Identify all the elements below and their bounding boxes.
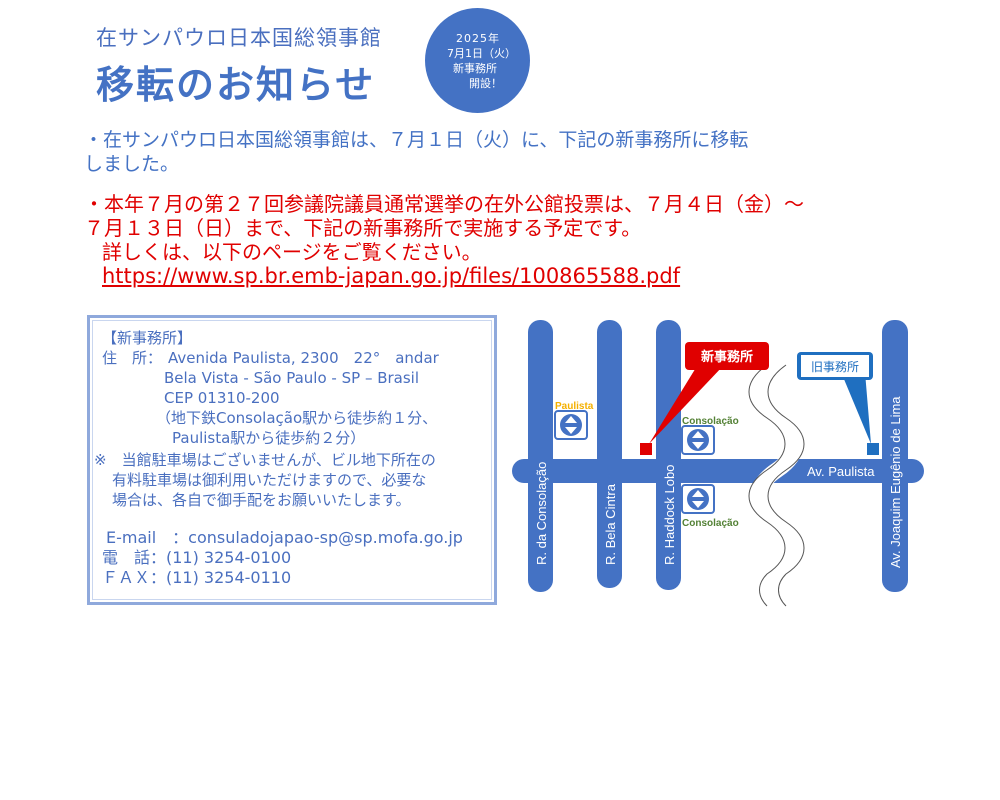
access-line2: Paulista駅から徒歩約２分） — [172, 429, 366, 447]
badge-office: 新事務所 — [453, 62, 497, 75]
new-office-marker — [640, 443, 652, 455]
map-break-line-left — [748, 364, 786, 607]
street-label-haddock-lobo: R. Haddock Lobo — [662, 465, 677, 565]
info-heading: 【新事務所】 — [102, 329, 193, 347]
address-label: 住 所： — [102, 349, 163, 367]
old-office-label-bg — [801, 355, 869, 377]
election-info-link[interactable]: https://www.sp.br.emb-japan.go.jp/files/… — [102, 264, 681, 288]
relocation-notice: ・在サンパウロ日本国総領事館は、７月１日（火）に、下記の新事務所に移転 しました… — [84, 128, 874, 176]
address-line2: Bela Vista - São Paulo - SP – Brasil — [164, 369, 420, 387]
address-line3: CEP 01310-200 — [164, 389, 280, 407]
new-office-callout-pointer — [649, 366, 723, 444]
new-office-label: 新事務所 — [701, 349, 753, 365]
phone-line: 電 話：(11) 3254-0100 — [102, 548, 292, 567]
area-map: R. da Consolação R. Bela Cintra R. Haddo… — [512, 320, 924, 610]
access-line1: （地下鉄Consolação駅から徒歩約１分、 — [156, 409, 438, 427]
new-office-callout — [685, 342, 769, 370]
station-label-paulista: Paulista — [555, 401, 594, 412]
road-av-joaquim — [882, 320, 908, 592]
parking-line3: 場合は、各自で御手配をお願いいたします。 — [112, 491, 411, 509]
election-notice-line3: 詳しくは、以下のページをご覧ください。 — [102, 240, 482, 264]
parking-line2: 有料駐車場は御利用いただけますので、必要な — [112, 471, 427, 489]
badge-date: 7月1日（火） — [447, 47, 516, 60]
consulate-name: 在サンパウロ日本国総領事館 — [96, 26, 382, 50]
old-office-callout-pointer — [841, 372, 871, 444]
relocation-notice-line1: ・在サンパウロ日本国総領事館は、７月１日（火）に、下記の新事務所に移転 — [84, 129, 749, 151]
old-office-label: 旧事務所 — [811, 360, 859, 374]
street-label-joaquim: Av. Joaquim Eugênio de Lima — [888, 396, 903, 568]
old-office-marker — [867, 443, 879, 455]
metro-icon-paulista — [554, 410, 588, 440]
street-label-bela-cintra: R. Bela Cintra — [603, 483, 618, 565]
map-break-mask — [751, 358, 803, 610]
badge-open: 開設！ — [469, 77, 502, 90]
street-label-consolacao: R. da Consolação — [534, 462, 549, 565]
metro-icon-consolacao-north — [681, 425, 715, 455]
new-office-info-box: 【新事務所】 住 所： Avenida Paulista, 2300 22° a… — [87, 315, 497, 605]
badge-year: 2025年 — [456, 32, 500, 45]
address-line1: Avenida Paulista, 2300 22° andar — [168, 349, 439, 367]
map-break-line-right — [767, 364, 805, 607]
election-notice-line1: ・本年７月の第２７回参議院議員通常選挙の在外公館投票は、７月４日（金）～ — [84, 192, 804, 216]
page-title: 移転のお知らせ — [96, 63, 376, 107]
email-line: E-mail ：consuladojapao-sp@sp.mofa.go.jp — [106, 528, 463, 547]
station-label-consolacao-south: Consolação — [682, 518, 739, 529]
fax-line: ＦＡＸ：(11) 3254-0110 — [102, 568, 292, 587]
relocation-notice-line2: しました。 — [84, 153, 180, 175]
station-label-consolacao-north: Consolação — [682, 416, 739, 427]
election-notice-line2: ７月１３日（日）まで、下記の新事務所で実施する予定です。 — [84, 216, 642, 240]
road-r-da-consolacao — [528, 320, 553, 592]
election-notice: ・本年７月の第２７回参議院議員通常選挙の在外公館投票は、７月４日（金）～ ７月１… — [84, 192, 884, 288]
date-badge: 2025年 7月1日（火） 新事務所 開設！ — [425, 8, 530, 113]
metro-icon-consolacao-south — [681, 484, 715, 514]
street-label-paulista: Av. Paulista — [807, 464, 875, 479]
road-r-haddock-lobo — [656, 320, 681, 590]
parking-line1: ※ 当館駐車場はございませんが、ビル地下所在の — [94, 451, 436, 469]
road-r-bela-cintra — [597, 320, 622, 588]
